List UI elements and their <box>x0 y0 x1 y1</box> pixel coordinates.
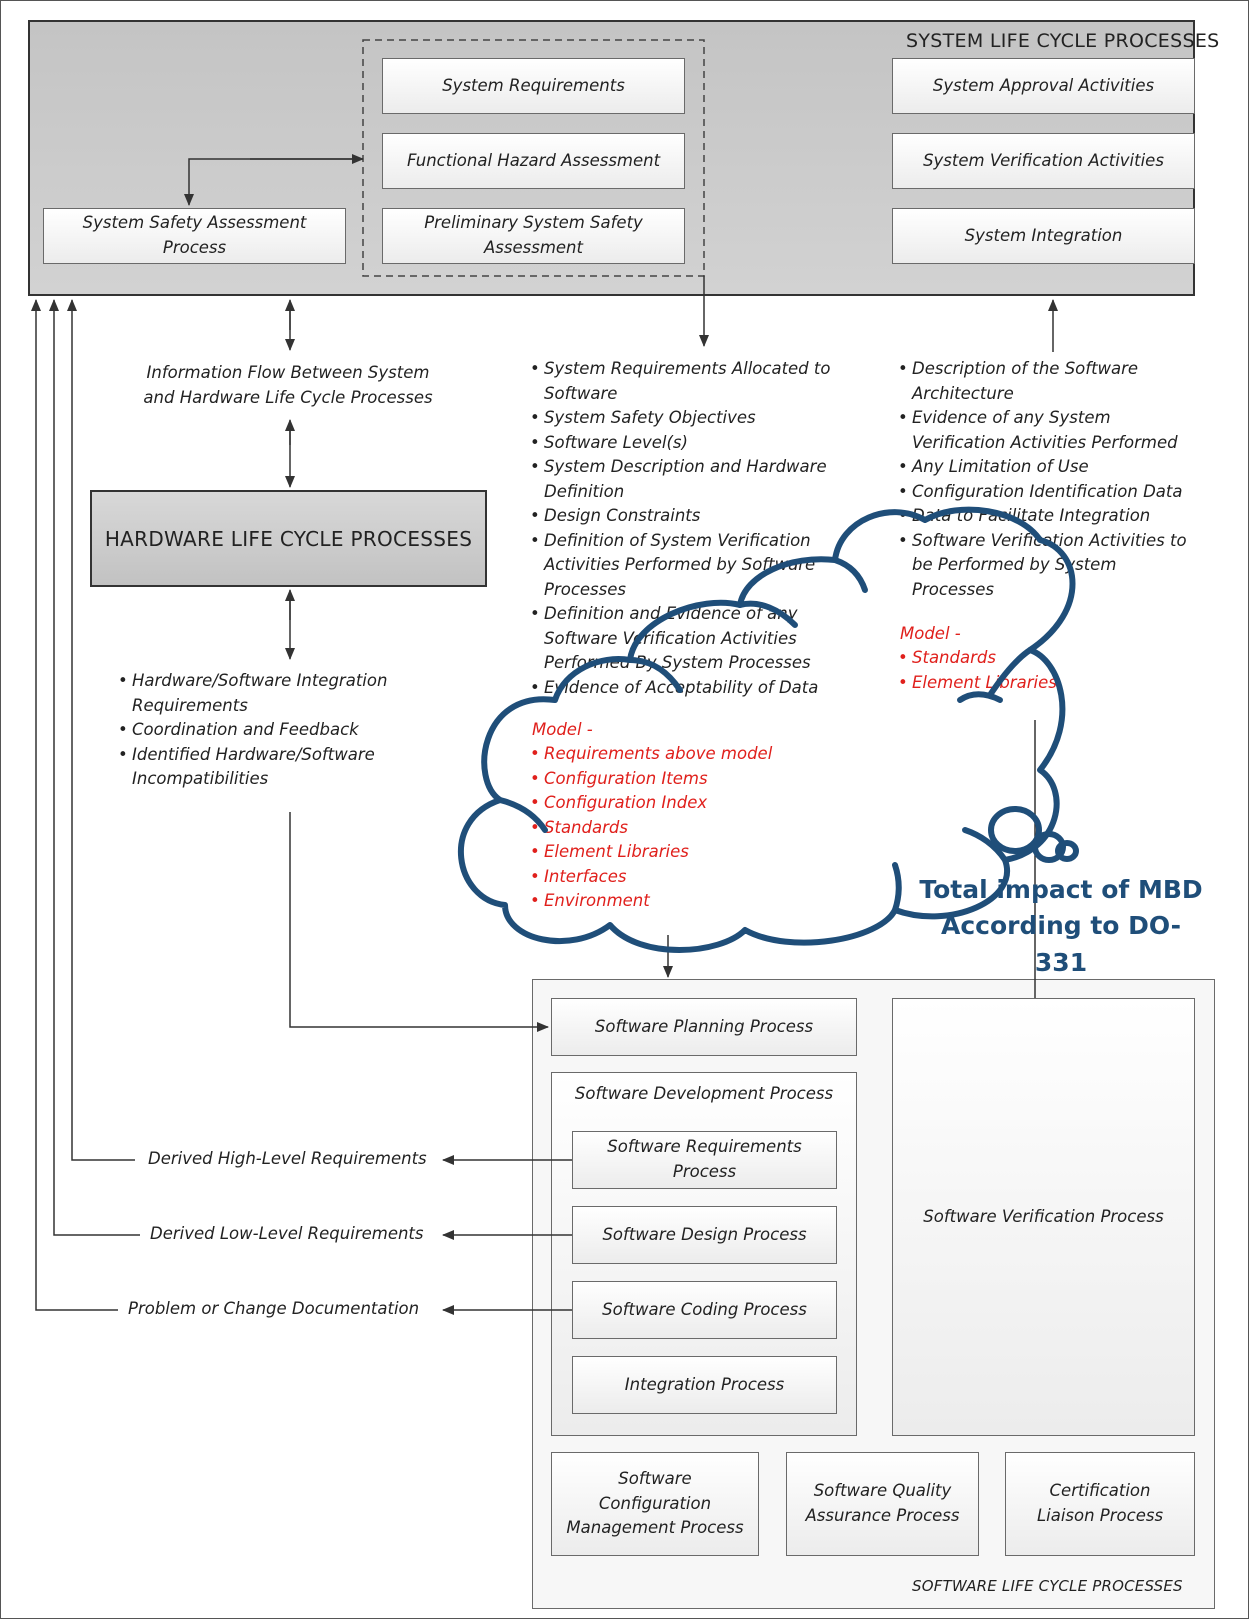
dashed-group-outline <box>362 39 705 277</box>
list-item: Description of the Software Architecture <box>898 357 1198 406</box>
cloud-inner-arc-8 <box>957 691 1003 703</box>
cloud-inner-arc-5 <box>497 797 548 833</box>
software-lifecycle-title: SOFTWARE LIFE CYCLE PROCESSES <box>912 1577 1183 1595</box>
software-config-mgmt-box: Software Configuration Management Proces… <box>551 1452 759 1556</box>
list-item: Design Constraints <box>530 504 848 529</box>
certification-liaison-box: Certification Liaison Process <box>1005 1452 1195 1556</box>
list-item: System Description and Hardware Definiti… <box>530 455 848 504</box>
software-verification-box: Software Verification Process <box>892 998 1195 1436</box>
mbd-cloud-shape <box>458 506 1076 953</box>
list-item: Element Libraries <box>530 840 830 865</box>
system-lifecycle-title: SYSTEM LIFE CYCLE PROCESSES <box>906 30 1220 52</box>
list-item: System Requirements Allocated to Softwar… <box>530 357 848 406</box>
list-item: Definition of System Verification Activi… <box>530 529 848 603</box>
problem-change-label: Problem or Change Documentation <box>128 1299 420 1318</box>
mbd-impact-callout: Total impact of MBD According to DO-331 <box>916 872 1206 981</box>
software-planning-box: Software Planning Process <box>551 998 857 1056</box>
list-item: Software Verification Activities to be P… <box>898 529 1198 603</box>
system-approval-box: System Approval Activities <box>892 58 1195 114</box>
software-quality-box: Software Quality Assurance Process <box>786 1452 979 1556</box>
preliminary-system-safety-box: Preliminary System Safety Assessment <box>382 208 685 264</box>
model-list-left: Requirements above model Configuration I… <box>530 742 830 914</box>
list-item: Hardware/Software Integration Requiremen… <box>118 669 418 718</box>
list-item: Environment <box>530 889 830 914</box>
model-list-right: Standards Element Libraries <box>898 646 1098 695</box>
line-problem-up <box>31 299 118 1311</box>
cloud-inner-arc-2 <box>737 600 798 628</box>
mbd-impact-line2: According to DO-331 <box>940 911 1182 977</box>
mbd-impact-line1: Total impact of MBD <box>919 875 1203 904</box>
cloud-inner-arc-4 <box>987 647 1033 698</box>
hardware-software-list: Hardware/Software Integration Requiremen… <box>118 669 418 792</box>
hardware-lifecycle-box: HARDWARE LIFE CYCLE PROCESSES <box>90 490 487 587</box>
list-item: Configuration Identification Data <box>898 480 1198 505</box>
cloud-inner-arc-6 <box>892 862 902 913</box>
thought-bubble-small <box>1055 840 1079 862</box>
software-design-box: Software Design Process <box>572 1206 837 1264</box>
cloud-inner-arc-7 <box>962 827 1008 863</box>
derived-high-level-label: Derived High-Level Requirements <box>148 1149 427 1168</box>
software-coding-box: Software Coding Process <box>572 1281 837 1339</box>
list-item: Element Libraries <box>898 671 1098 696</box>
list-item: Evidence of any System Verification Acti… <box>898 406 1198 455</box>
line-derived-low-up <box>49 299 140 1236</box>
list-item: Standards <box>530 816 830 841</box>
info-flow-label: Information Flow Between System and Hard… <box>143 363 433 407</box>
list-item: Any Limitation of Use <box>898 455 1198 480</box>
functional-hazard-assessment-box: Functional Hazard Assessment <box>382 133 685 189</box>
list-item: Configuration Index <box>530 791 830 816</box>
derived-low-level-label: Derived Low-Level Requirements <box>150 1224 424 1243</box>
software-requirements-box: Software Requirements Process <box>572 1131 837 1189</box>
software-to-system-list: Description of the Software Architecture… <box>898 357 1198 602</box>
model-heading-right: Model - <box>900 624 961 643</box>
list-item: Coordination and Feedback <box>118 718 418 743</box>
arrow-hw-to-planning <box>289 812 549 1032</box>
list-item: Interfaces <box>530 865 830 890</box>
list-item: Standards <box>898 646 1098 671</box>
integration-process-box: Integration Process <box>572 1356 837 1414</box>
list-item: Configuration Items <box>530 767 830 792</box>
system-requirements-box: System Requirements <box>382 58 685 114</box>
list-item: Identified Hardware/Software Incompatibi… <box>118 743 418 792</box>
list-item: Requirements above model <box>530 742 830 767</box>
system-verification-box: System Verification Activities <box>892 133 1195 189</box>
software-development-title: Software Development Process <box>574 1084 834 1103</box>
cloud-inner-arc-1 <box>627 657 683 693</box>
thought-bubble-large <box>988 806 1042 854</box>
cloud-inner-arc-3 <box>832 557 868 593</box>
list-item: Software Level(s) <box>530 431 848 456</box>
system-integration-box: System Integration <box>892 208 1195 264</box>
model-heading-left: Model - <box>532 720 593 739</box>
arrow-fha-to-safety <box>184 158 363 206</box>
line-derived-high-up <box>67 299 135 1161</box>
system-safety-assessment-box: System Safety Assessment Process <box>43 208 346 264</box>
list-item: System Safety Objectives <box>530 406 848 431</box>
